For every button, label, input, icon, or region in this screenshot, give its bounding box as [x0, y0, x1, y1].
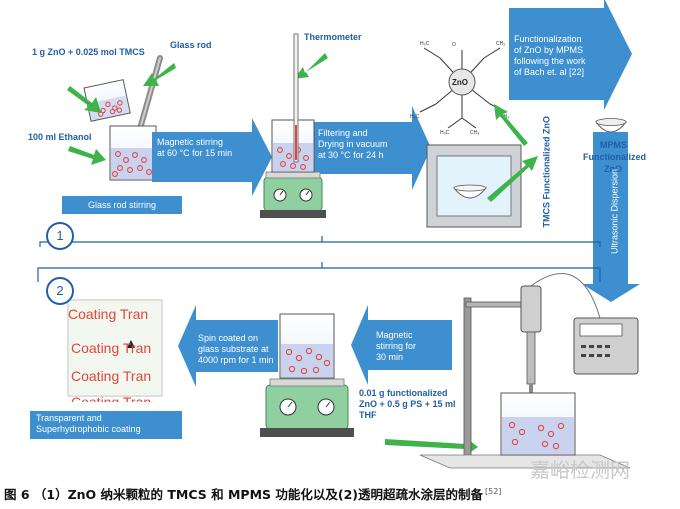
figure-caption-text: 图 6 （1）ZnO 纳米颗粒的 TMCS 和 MPMS 功能化以及(2)透明超… [4, 487, 483, 502]
water-droplet-icon [127, 340, 135, 348]
label-zno-tmcs: 1 g ZnO + 0.025 mol TMCS [32, 47, 145, 57]
label-glass-rod: Glass rod [170, 40, 212, 50]
label-mpms-line3: ZnO [604, 164, 622, 174]
label-ethanol: 100 ml Ethanol [28, 132, 92, 142]
section-divider-1 [39, 236, 601, 247]
section-number-1: 1 [46, 222, 74, 250]
label-ps-mix-line2: ZnO + 0.5 g PS + 15 ml [359, 399, 456, 409]
vacuum-oven [426, 144, 522, 228]
coating-result-line2: Superhydrophobic coating [36, 424, 141, 434]
ultrasonic-setup [419, 273, 639, 469]
svg-text:H₃C: H₃C [420, 41, 430, 47]
coating-text-2: Coating Tran [71, 340, 152, 356]
ethanol-beaker [109, 125, 157, 181]
label-mpms-line1: MPMS [600, 140, 627, 150]
svg-text:H₃C: H₃C [410, 114, 420, 120]
svg-text:O: O [452, 42, 456, 48]
arrow-functionalization [509, 0, 632, 110]
label-zno: ZnO [452, 78, 468, 87]
arrow-filter-dry [313, 106, 431, 190]
watermark: 嘉峪检测网 [530, 458, 630, 482]
coating-result-line1: Transparent and [36, 413, 102, 423]
green-arrow [385, 437, 478, 456]
green-arrow [294, 53, 328, 79]
arrow-spin-coat [178, 305, 278, 387]
figure-caption: 图 6 （1）ZnO 纳米颗粒的 TMCS 和 MPMS 功能化以及(2)透明超… [4, 484, 501, 503]
tilted-beaker [83, 79, 131, 122]
arrow-text-functionalization: Functionalization of ZnO by MPMS followi… [514, 34, 586, 77]
zno-molecule [419, 47, 507, 129]
glass-rod-stirring-text: Glass rod stirring [87, 200, 157, 210]
label-ps-mix-line1: 0.01 g functionalized [359, 388, 448, 398]
coating-text-1: Coating Tran [68, 306, 149, 322]
mpms-bowl [594, 118, 628, 133]
hot-plate-stirrer-1 [260, 33, 326, 218]
arrow-text-magnetic-60: Magnetic stirring at 60 °C for 15 min [157, 137, 233, 158]
label-thermometer: Thermometer [304, 32, 362, 42]
reference-mark: [52] [485, 486, 502, 496]
green-arrow [494, 104, 528, 146]
label-mpms-line2: Functionalized [583, 152, 646, 162]
svg-text:H₃C: H₃C [440, 130, 450, 136]
coating-text-4: Coating Tran [71, 394, 152, 402]
arrow-text-filter-dry: Filtering and Drying in vacuum at 30 °C … [318, 128, 388, 160]
coating-result-box: Transparent and Superhydrophobic coating [30, 411, 182, 439]
arrow-ultrasonic [582, 132, 640, 302]
arrow-magnetic-30 [351, 305, 452, 385]
hot-plate-stirrer-2 [260, 313, 354, 437]
section-number-2: 2 [46, 277, 74, 305]
label-ultrasonic: Ultrasonic Dispersion [609, 168, 620, 255]
green-arrow [68, 146, 106, 165]
section-divider-2 [37, 262, 601, 282]
arrow-magnetic-60 [152, 118, 272, 196]
arrow-text-spin-coat: Spin coated on glass substrate at 4000 r… [198, 333, 274, 365]
coated-glass-slide [67, 299, 163, 397]
green-arrow [143, 63, 176, 86]
svg-text:CH₃: CH₃ [470, 130, 479, 136]
coating-text-3: Coating Tran [71, 368, 152, 384]
label-ps-mix-line3: THF [359, 410, 377, 420]
label-tmcs-functionalized: TMCS Functionalized ZnO [541, 116, 552, 228]
green-arrow [67, 86, 101, 113]
glass-rod-stirring-box: Glass rod stirring [62, 196, 182, 214]
svg-text:CH₃: CH₃ [496, 41, 505, 47]
arrow-text-magnetic-30: Magnetic stirring for 30 min [376, 330, 417, 362]
green-arrow [487, 156, 538, 202]
